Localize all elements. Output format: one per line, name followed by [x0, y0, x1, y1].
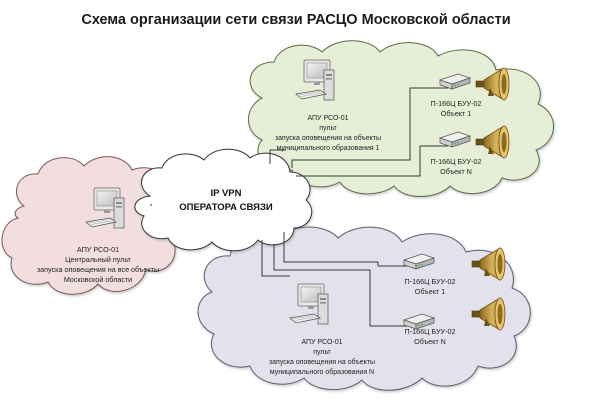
top-apu-line4: муниципального образования 1	[276, 144, 379, 152]
bottom-apu-line2: пульт	[313, 349, 331, 356]
center-cloud-line2: ОПЕРАТОРА СВЯЗИ	[179, 202, 273, 213]
diagram-title: Схема организации сети связи РАСЦО Моско…	[81, 12, 510, 28]
bottom-device2-name: П-166Ц БУУ-02	[405, 327, 456, 336]
left-apu-line4: Московской области	[64, 275, 132, 284]
connection-lines	[150, 87, 448, 327]
bottom-apu-line3: запуска оповещения на объекты	[269, 358, 375, 366]
top-device1-object: Объект 1	[441, 109, 471, 118]
bottom-device1-object: Объект 1	[415, 287, 445, 296]
bottom-cloud	[197, 226, 531, 391]
bottom-device1-name: П-166Ц БУУ-02	[405, 277, 456, 286]
top-apu-line3: запуска оповещения на объекты	[275, 134, 381, 142]
center-cloud-line1: IP VPN	[211, 188, 242, 199]
left-apu-line2: Центральный пульт	[65, 255, 131, 264]
top-device1-name: П-166Ц БУУ-02	[431, 99, 482, 108]
left-apu-line3: запуска оповещения на все объекты	[37, 265, 159, 274]
top-apu-line2: пульт	[319, 125, 337, 132]
bottom-apu-line1: АПУ РСО-01	[301, 339, 342, 346]
top-apu-line1: АПУ РСО-01	[307, 115, 348, 122]
top-device2-name: П-166Ц БУУ-02	[431, 157, 482, 166]
bottom-apu-line4: муниципального образования N	[270, 368, 374, 376]
top-device2-object: Объект N	[440, 167, 472, 176]
left-apu-line1: АПУ РСО-01	[77, 245, 119, 254]
bottom-device2-object: Объект N	[414, 337, 446, 346]
center-cloud	[134, 148, 313, 252]
